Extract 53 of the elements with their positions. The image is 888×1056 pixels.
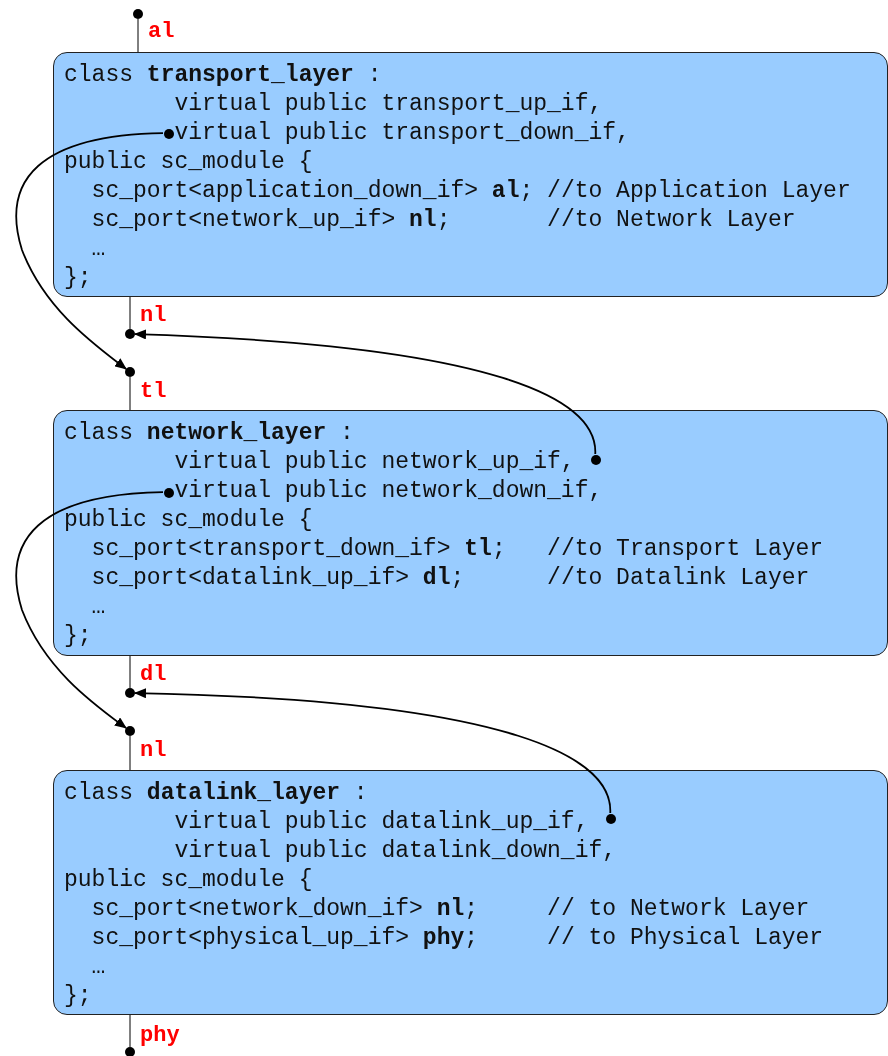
curved-arrow <box>15 491 164 729</box>
code-line: class datalink_layer : <box>64 779 368 808</box>
code-line: sc_port<network_down_if> nl; // to Network Layer <box>90 895 810 924</box>
code-line: virtual public network_up_if, <box>173 448 575 477</box>
port-name: al <box>148 20 175 44</box>
port-line <box>129 296 131 330</box>
code-line: sc_port<network_up_if> nl; //to Network Layer <box>90 206 796 235</box>
code-line: public sc_module { <box>64 506 313 535</box>
code-line: sc_port<application_down_if> al; //to Application Layer <box>90 177 851 206</box>
code-line: class transport_layer : <box>64 61 382 90</box>
connection-dot <box>133 9 143 19</box>
code-line: sc_port<datalink_up_if> dl; //to Datalink Layer <box>90 564 810 593</box>
curved-arrow <box>134 688 612 814</box>
code-line: public sc_module { <box>64 866 313 895</box>
port-name: nl <box>140 739 167 763</box>
connection-dot <box>125 329 135 339</box>
code-line: public sc_module { <box>64 148 313 177</box>
connection-dot <box>125 688 135 698</box>
port-line <box>129 1014 131 1048</box>
code-line: … <box>90 235 106 264</box>
curved-arrow <box>15 132 164 370</box>
class-box <box>53 410 888 656</box>
port-name: phy <box>140 1024 180 1048</box>
connection-dot <box>125 1047 135 1056</box>
code-line: }; <box>64 982 92 1011</box>
port-name: tl <box>140 380 167 404</box>
port-line <box>137 18 139 53</box>
code-line: virtual public transport_down_if, <box>173 119 630 148</box>
code-line: }; <box>64 622 92 651</box>
code-line: sc_port<physical_up_if> phy; // to Physical Layer <box>90 924 824 953</box>
code-line: virtual public network_down_if, <box>173 477 603 506</box>
class-box <box>53 770 888 1015</box>
connection-dot <box>125 367 135 377</box>
connection-dot <box>164 129 174 139</box>
curved-arrow <box>134 329 597 455</box>
code-line: … <box>90 593 106 622</box>
code-line: virtual public datalink_up_if, <box>173 808 589 837</box>
code-line: … <box>90 953 106 982</box>
code-line: }; <box>64 264 92 293</box>
class-box <box>53 52 888 297</box>
connection-dot <box>591 455 601 465</box>
connection-dot <box>606 814 616 824</box>
port-line <box>129 376 131 411</box>
port-line <box>129 655 131 689</box>
connection-dot <box>125 726 135 736</box>
port-line <box>129 735 131 771</box>
code-line: virtual public transport_up_if, <box>173 90 603 119</box>
port-name: dl <box>140 663 167 687</box>
port-name: nl <box>140 304 167 328</box>
code-line: class network_layer : <box>64 419 354 448</box>
connection-dot <box>164 488 174 498</box>
code-line: sc_port<transport_down_if> tl; //to Transport Layer <box>90 535 824 564</box>
code-line: virtual public datalink_down_if, <box>173 837 617 866</box>
